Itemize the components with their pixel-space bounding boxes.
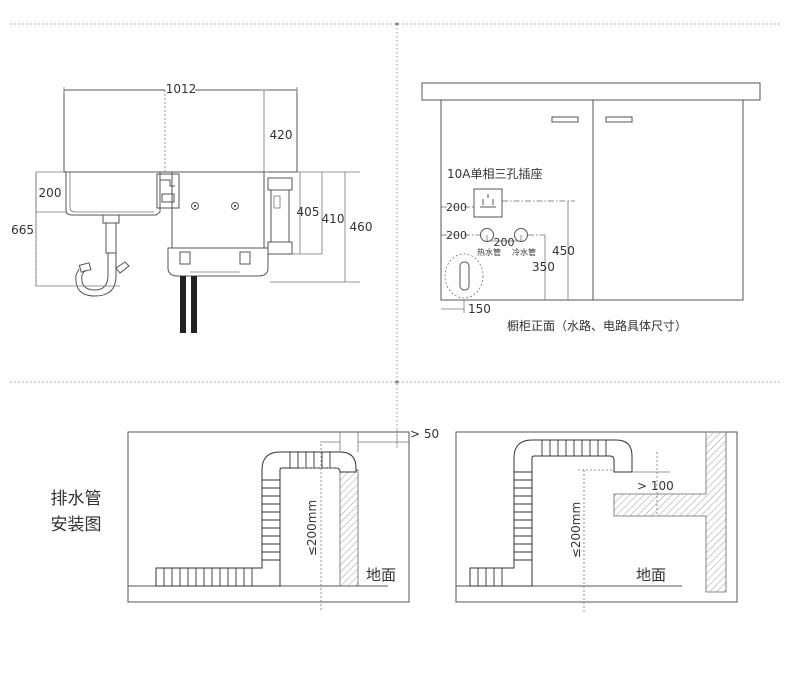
pipe-ribs xyxy=(163,452,331,586)
dim-total-665: 665 xyxy=(11,223,34,237)
section-dividers xyxy=(10,22,780,445)
dim-450: 450 xyxy=(552,244,575,258)
cabinet-caption: 橱柜正面（水路、电路具体尺寸） xyxy=(507,318,687,333)
dim-405: 405 xyxy=(297,205,320,219)
drain-title-line2: 安装图 xyxy=(51,515,102,535)
floor-label-left: 地面 xyxy=(366,566,396,584)
height-label-right: ≤200mm xyxy=(569,502,583,558)
floor-label-right: 地面 xyxy=(636,566,666,584)
dim-socket-200: 200 xyxy=(446,201,467,214)
hot-pipe-label: 热水管 xyxy=(477,247,501,257)
drain-diagram-right xyxy=(455,431,738,612)
drain-diagram-left xyxy=(127,430,410,612)
dim-410: 410 xyxy=(322,212,345,226)
dim-350: 350 xyxy=(532,260,555,274)
sink-side-view xyxy=(35,87,360,333)
dim-460: 460 xyxy=(350,220,373,234)
drain-title-line1: 排水管 xyxy=(51,489,102,509)
dim-150: 150 xyxy=(468,302,491,316)
dim-bowl-200: 200 xyxy=(39,186,62,200)
cabinet-front xyxy=(421,82,761,313)
cold-pipe-label: 冷水管 xyxy=(512,247,536,257)
height-label-left: ≤200mm xyxy=(305,500,319,556)
gap-label-left: > 50 xyxy=(410,427,439,441)
gap-label-right: > 100 xyxy=(637,479,674,493)
socket-label: 10A单相三孔插座 xyxy=(447,166,542,181)
dim-pipe-gap-200: 200 xyxy=(494,236,515,249)
pipe-ribs-right xyxy=(477,440,607,586)
dim-width-1012: 1012 xyxy=(166,82,197,96)
dim-height-420: 420 xyxy=(270,128,293,142)
dim-pipe-200: 200 xyxy=(446,229,467,242)
